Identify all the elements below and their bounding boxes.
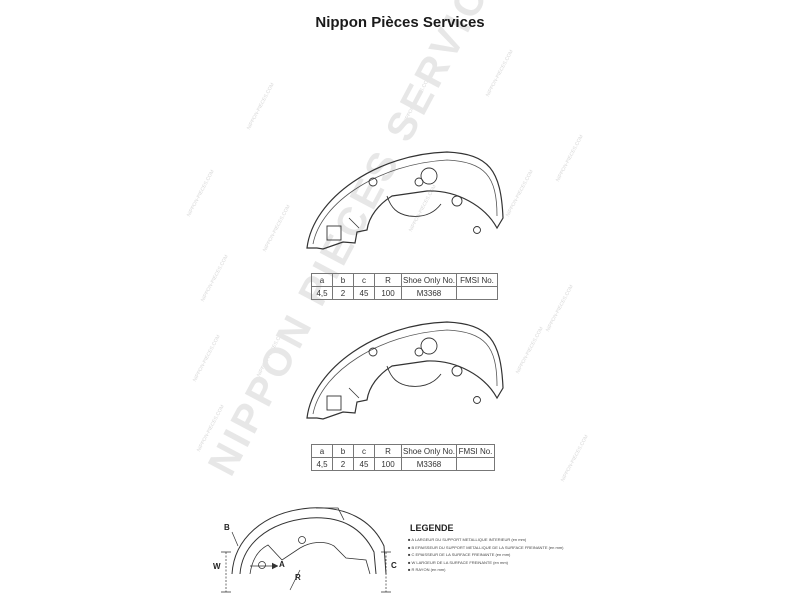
spec-table-header-row: a b c R Shoe Only No. FMSI No.: [311, 273, 498, 287]
value-b: 2: [332, 286, 354, 300]
value-shoe-only-no: M3368: [401, 286, 457, 300]
spec-table-header-row: a b c R Shoe Only No. FMSI No.: [311, 444, 495, 458]
diagram-label-b: B: [224, 523, 230, 532]
page-title: Nippon Pièces Services: [315, 14, 485, 31]
header-c: c: [353, 444, 375, 458]
legend-item: A LARGEUR DU SUPPORT METALLIQUE INTERIEU…: [408, 536, 564, 544]
value-c: 45: [353, 457, 375, 471]
brake-shoe-drawing-middle: [306, 321, 504, 420]
legend-item: R RAYON (en mm): [408, 566, 564, 574]
value-r: 100: [374, 457, 402, 471]
value-c: 45: [353, 286, 375, 300]
spec-table-value-row: 4,5 2 45 100 M3368: [311, 457, 495, 471]
spec-table-bottom: a b c R Shoe Only No. FMSI No. 4,5 2 45 …: [311, 444, 495, 471]
value-r: 100: [374, 286, 402, 300]
spec-table-top: a b c R Shoe Only No. FMSI No. 4,5 2 45 …: [311, 273, 498, 300]
legend-title: LEGENDE: [410, 523, 454, 533]
value-a: 4,5: [311, 457, 333, 471]
value-fmsi-no: [456, 286, 498, 300]
value-a: 4,5: [311, 286, 333, 300]
header-shoe-only-no: Shoe Only No.: [401, 444, 457, 458]
header-r: R: [374, 273, 402, 287]
header-shoe-only-no: Shoe Only No.: [401, 273, 457, 287]
header-b: b: [332, 444, 354, 458]
header-fmsi-no: FMSI No.: [456, 444, 495, 458]
diagram-label-w: W: [213, 562, 221, 571]
legend-item: B EPAISSEUR DU SUPPORT METALLIQUE DE LA …: [408, 544, 564, 552]
value-b: 2: [332, 457, 354, 471]
header-r: R: [374, 444, 402, 458]
legend-item: W LARGEUR DE LA SURFACE FREINANTE (en mm…: [408, 559, 564, 567]
header-b: b: [332, 273, 354, 287]
legend-item: C EPAISSEUR DE LA SURFACE FREINANTE (en …: [408, 551, 564, 559]
legend-list: A LARGEUR DU SUPPORT METALLIQUE INTERIEU…: [408, 536, 564, 574]
header-fmsi-no: FMSI No.: [456, 273, 498, 287]
dimension-diagram: [221, 507, 391, 593]
diagram-label-a: A: [279, 560, 285, 569]
value-shoe-only-no: M3368: [401, 457, 457, 471]
diagram-label-c: C: [391, 561, 397, 570]
header-c: c: [353, 273, 375, 287]
value-fmsi-no: [456, 457, 495, 471]
diagram-label-r: R: [295, 573, 301, 582]
header-a: a: [311, 273, 333, 287]
header-a: a: [311, 444, 333, 458]
spec-table-value-row: 4,5 2 45 100 M3368: [311, 286, 498, 300]
brake-shoe-drawing-top: [306, 151, 504, 250]
